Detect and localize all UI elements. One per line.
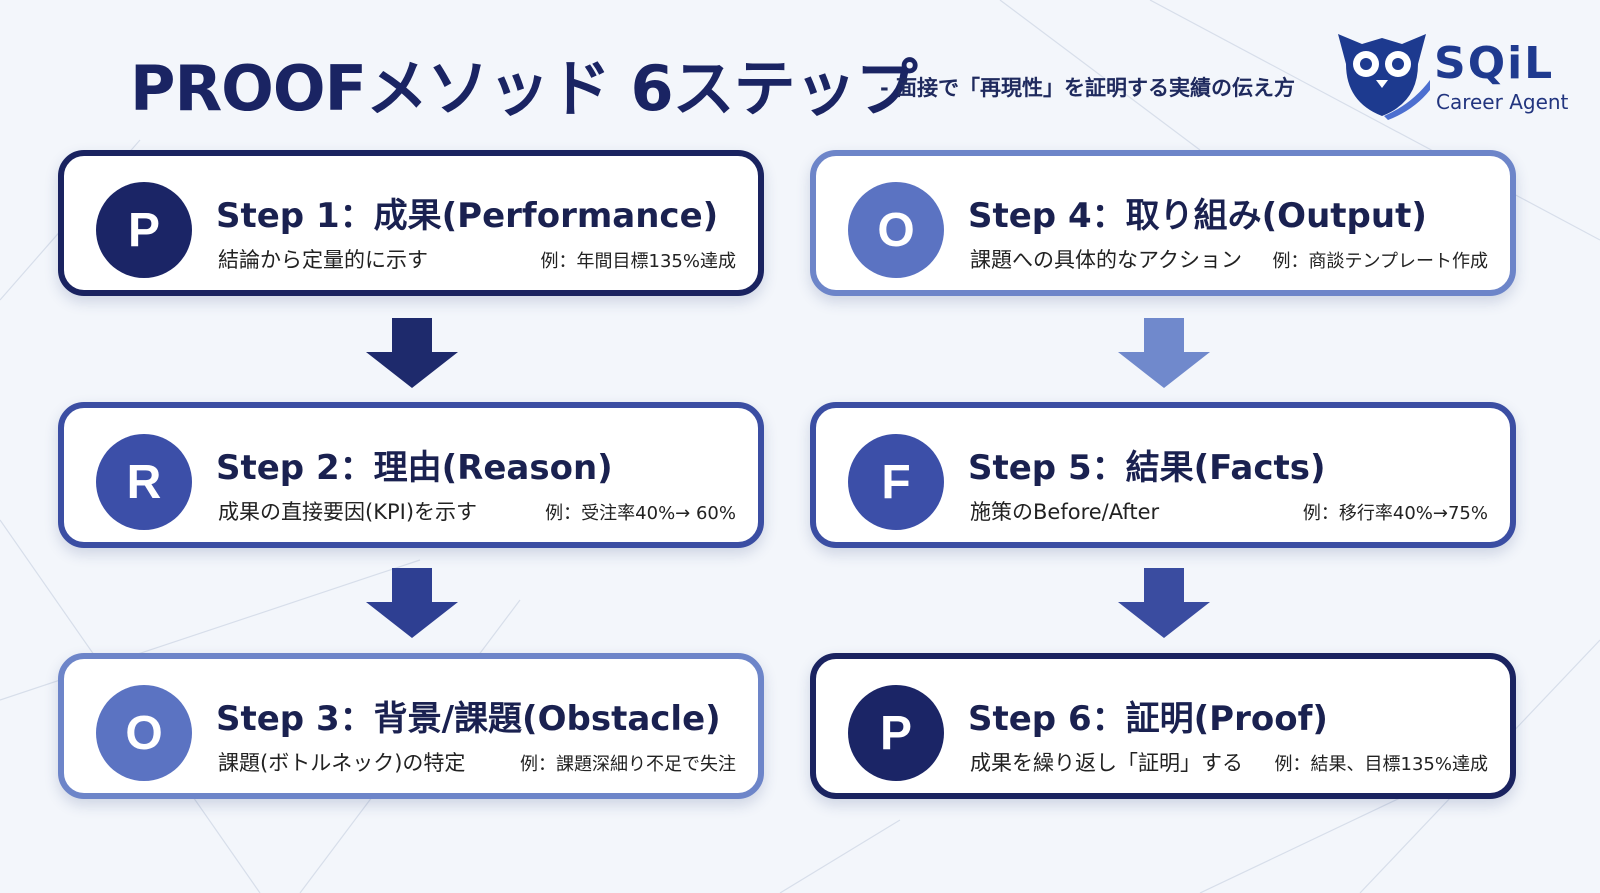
step-title: Step 4：取り組み(Output) <box>968 196 1427 236</box>
arrow-down-icon <box>366 568 458 638</box>
step-card-4: O Step 4：取り組み(Output) 課題への具体的なアクション 例：商談… <box>810 150 1516 296</box>
step-description: 結論から定量的に示す <box>218 248 428 272</box>
step-example: 例：商談テンプレート作成 <box>1272 251 1488 272</box>
step-example: 例：移行率40%→75% <box>1302 503 1488 524</box>
page-subtitle: - 面接で「再現性」を証明する実績の伝え方 <box>880 76 1296 100</box>
step-card-5: F Step 5：結果(Facts) 施策のBefore/After 例：移行率… <box>810 402 1516 548</box>
step-badge: P <box>848 685 944 781</box>
step-card-2: R Step 2：理由(Reason) 成果の直接要因(KPI)を示す 例：受注… <box>58 402 764 548</box>
arrow-down-icon <box>1118 568 1210 638</box>
step-badge: R <box>96 434 192 530</box>
step-example: 例：年間目標135%達成 <box>540 251 736 272</box>
step-title: Step 1：成果(Performance) <box>216 196 719 236</box>
owl-icon <box>1338 34 1430 120</box>
step-description: 課題への具体的なアクション <box>970 248 1242 272</box>
step-description: 課題(ボトルネック)の特定 <box>218 751 466 775</box>
step-description: 施策のBefore/After <box>970 500 1160 524</box>
step-card-1: P Step 1：成果(Performance) 結論から定量的に示す 例：年間… <box>58 150 764 296</box>
step-card-6: P Step 6：証明(Proof) 成果を繰り返し「証明」する 例：結果、目標… <box>810 653 1516 799</box>
step-description: 成果の直接要因(KPI)を示す <box>218 500 478 524</box>
arrow-down-icon <box>366 318 458 388</box>
logo-tagline: Career Agent <box>1436 90 1569 114</box>
step-example: 例：受注率40%→ 60% <box>545 503 736 524</box>
step-title: Step 6：証明(Proof) <box>968 699 1328 739</box>
header: PROOFメソッド 6ステップ - 面接で「再現性」を証明する実績の伝え方 SQ… <box>0 0 1600 140</box>
step-title: Step 2：理由(Reason) <box>216 448 613 488</box>
step-badge: P <box>96 182 192 278</box>
step-title: Step 3：背景/課題(Obstacle) <box>216 699 721 739</box>
step-example: 例：結果、目標135%達成 <box>1274 754 1488 775</box>
step-card-3: O Step 3：背景/課題(Obstacle) 課題(ボトルネック)の特定 例… <box>58 653 764 799</box>
step-badge: O <box>96 685 192 781</box>
step-badge: F <box>848 434 944 530</box>
step-badge: O <box>848 182 944 278</box>
step-example: 例：課題深細り不足で失注 <box>520 754 736 775</box>
logo: SQiL Career Agent <box>1332 24 1582 120</box>
step-title: Step 5：結果(Facts) <box>968 448 1326 488</box>
step-description: 成果を繰り返し「証明」する <box>970 751 1243 775</box>
arrow-down-icon <box>1118 318 1210 388</box>
page-title: PROOFメソッド 6ステップ <box>130 52 918 125</box>
logo-name: SQiL <box>1434 38 1555 89</box>
